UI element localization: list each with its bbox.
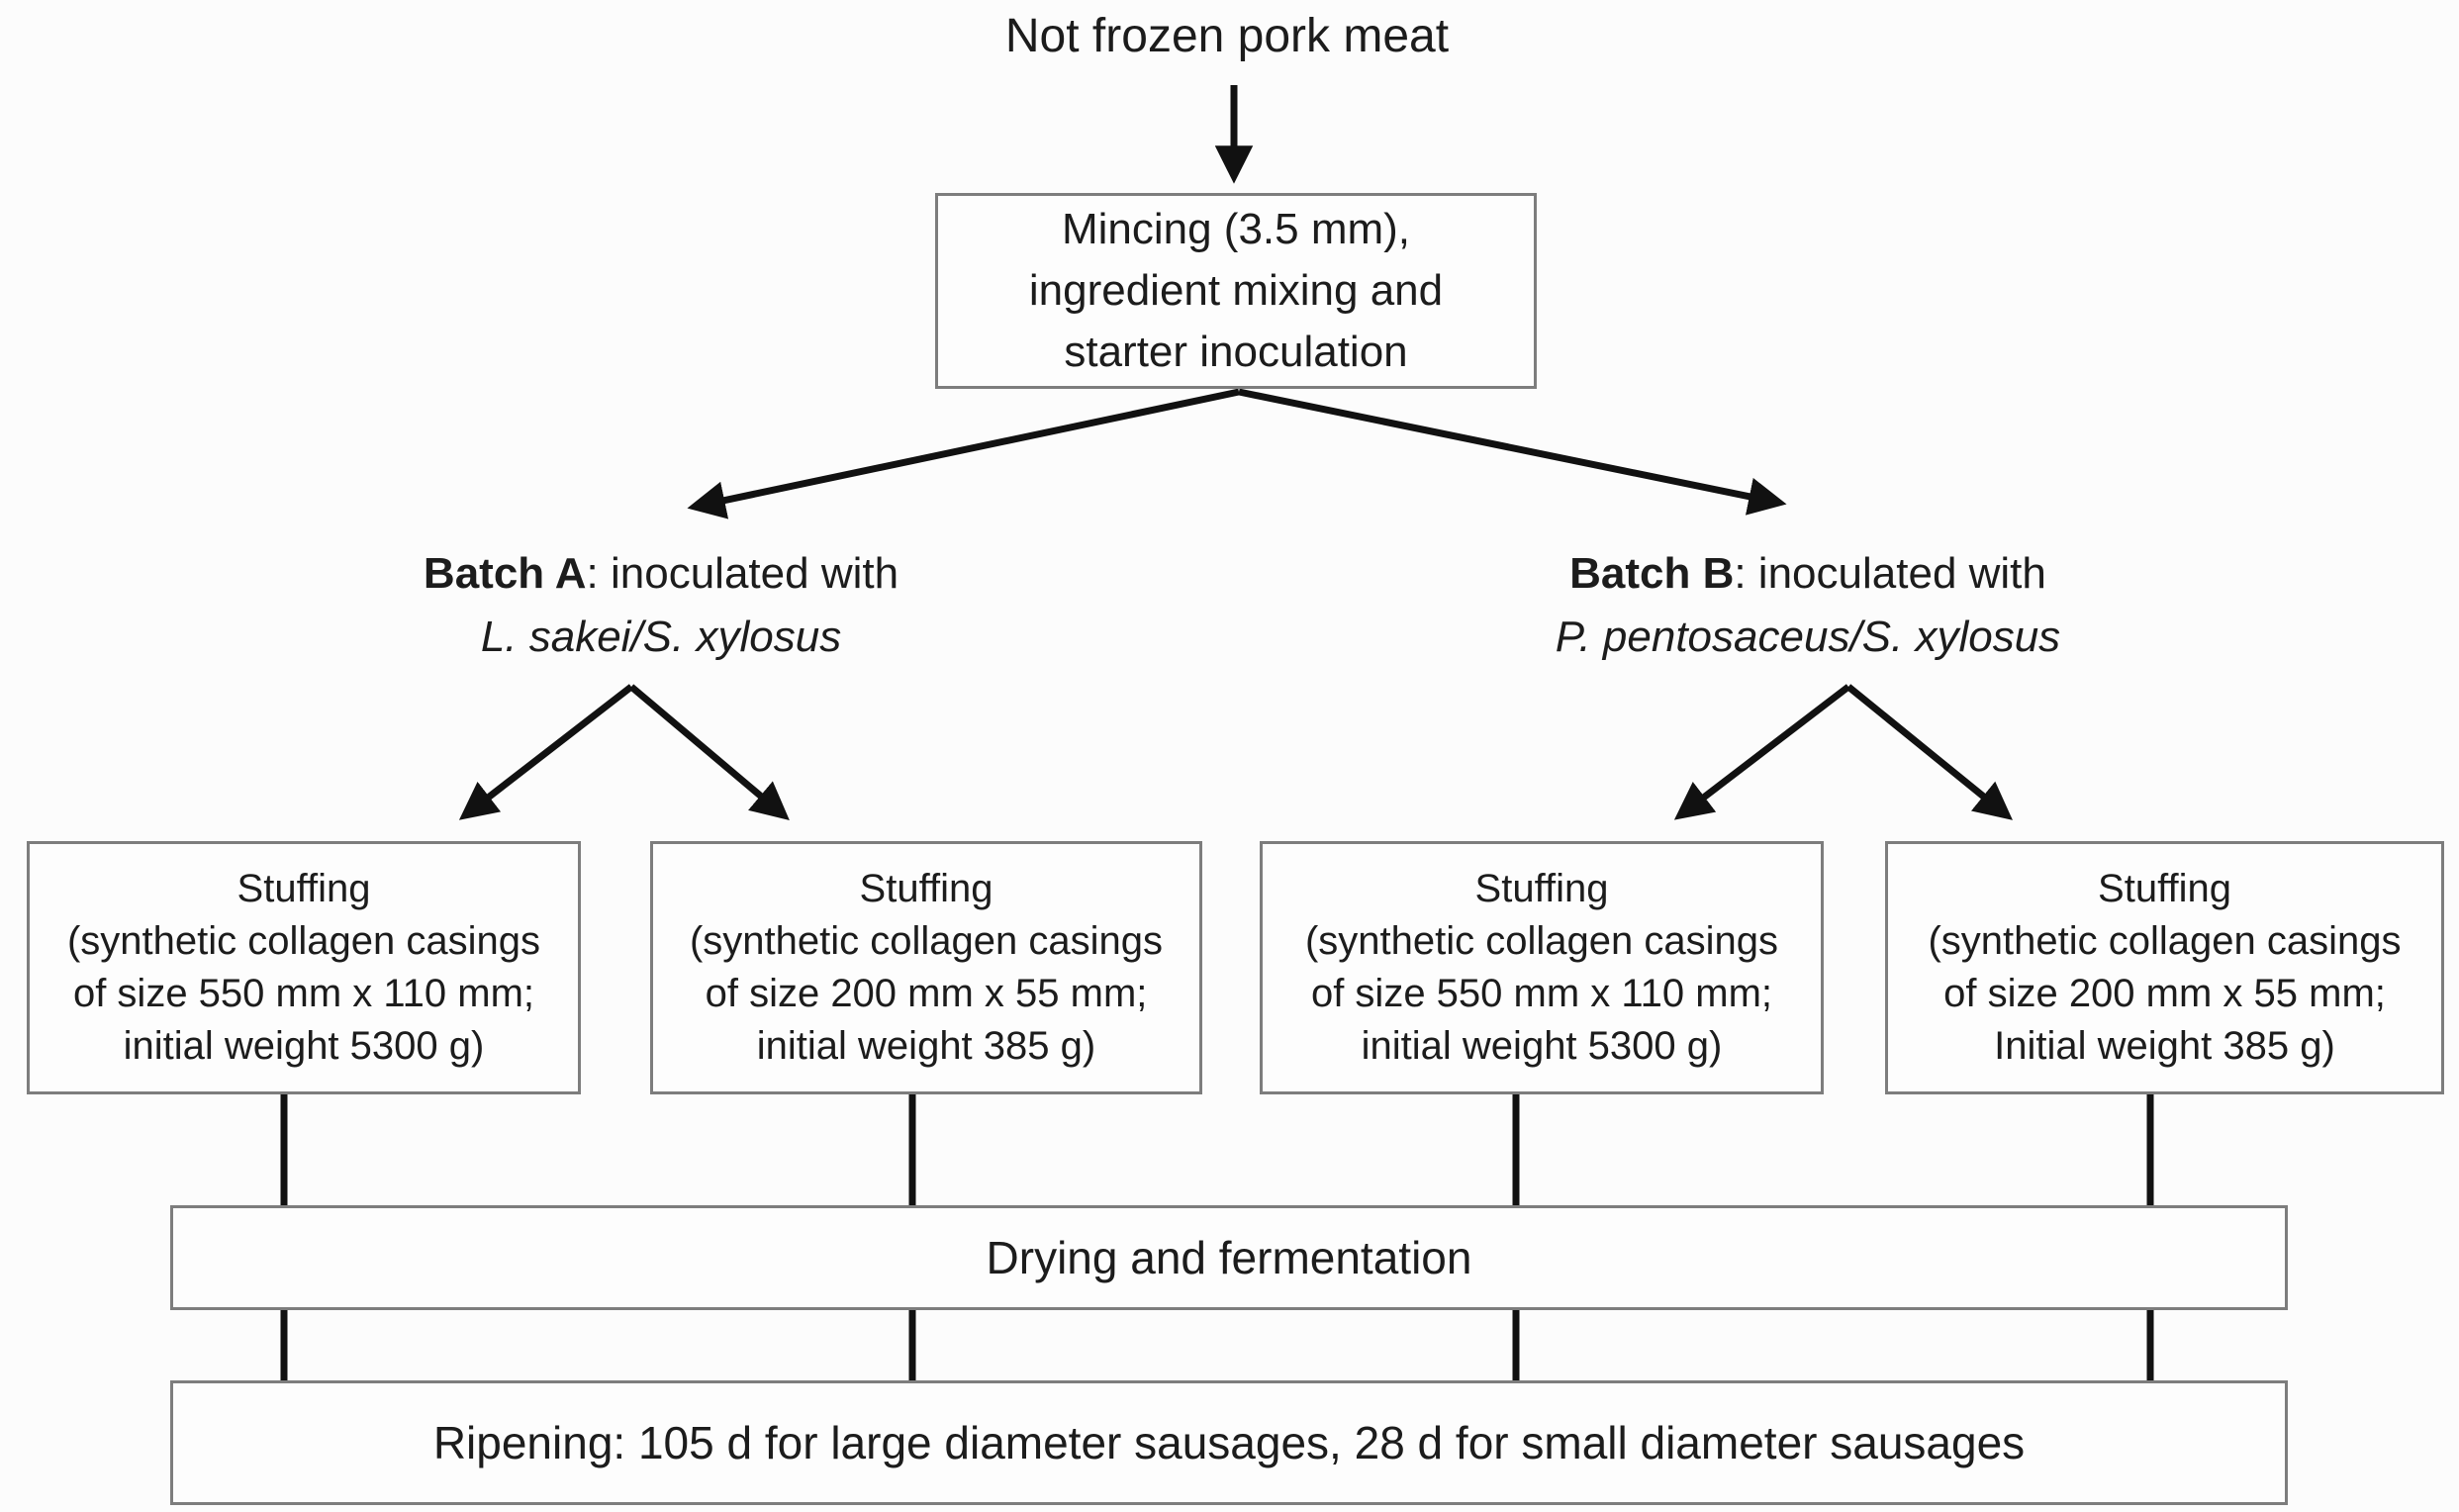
stuffing-box-small-batch-a: Stuffing (synthetic collagen casings of … bbox=[650, 841, 1202, 1094]
ripening-box-text: Ripening: 105 d for large diameter sausa… bbox=[432, 1417, 2026, 1468]
batch-b-strains: P. pentosaceus/S. xylosus bbox=[1555, 613, 2061, 661]
stuffing-box-large-batch-b-text: Stuffing (synthetic collagen casings of … bbox=[1304, 867, 1779, 1068]
drying-box: Drying and fermentation bbox=[170, 1205, 2288, 1310]
batch-a-strains: L. sakei/S. xylosus bbox=[480, 613, 842, 661]
arrow-mincing-to-batch-b bbox=[1238, 388, 1787, 516]
batch-a-description: : inoculated with bbox=[586, 549, 899, 598]
source-label: Not frozen pork meat bbox=[1004, 10, 1450, 62]
stuffing-box-small-batch-a-text: Stuffing (synthetic collagen casings of … bbox=[689, 867, 1164, 1068]
batch-a-title-line: Batch A: inoculated with bbox=[315, 542, 1007, 606]
arrow-batch-a-to-stuffing-1 bbox=[458, 684, 634, 820]
batch-a-label: Batch A: inoculated with L. sakei/S. xyl… bbox=[315, 542, 1007, 669]
stuffing-box-large-batch-a-text: Stuffing (synthetic collagen casings of … bbox=[66, 867, 541, 1068]
drying-box-text: Drying and fermentation bbox=[986, 1232, 1472, 1283]
mincing-box-text: Mincing (3.5 mm), ingredient mixing and … bbox=[1028, 205, 1444, 376]
stuffing-box-small-batch-b-text: Stuffing (synthetic collagen casings of … bbox=[1928, 867, 2402, 1068]
arrow-batch-b-to-stuffing-4 bbox=[1845, 684, 2013, 820]
batch-b-label: Batch B: inoculated with P. pentosaceus/… bbox=[1462, 542, 2154, 669]
ripening-box: Ripening: 105 d for large diameter sausa… bbox=[170, 1380, 2288, 1505]
arrow-mincing-to-batch-a bbox=[687, 388, 1240, 520]
batch-b-description: : inoculated with bbox=[1734, 549, 2046, 598]
mincing-box: Mincing (3.5 mm), ingredient mixing and … bbox=[935, 193, 1537, 389]
batch-b-title-line: Batch B: inoculated with bbox=[1462, 542, 2154, 606]
batch-b-name: Batch B bbox=[1569, 549, 1735, 598]
stuffing-box-large-batch-b: Stuffing (synthetic collagen casings of … bbox=[1260, 841, 1824, 1094]
arrow-batch-a-to-stuffing-2 bbox=[628, 684, 790, 820]
arrow-batch-b-to-stuffing-3 bbox=[1673, 684, 1851, 820]
stuffing-box-large-batch-a: Stuffing (synthetic collagen casings of … bbox=[27, 841, 581, 1094]
stuffing-box-small-batch-b: Stuffing (synthetic collagen casings of … bbox=[1885, 841, 2444, 1094]
batch-a-name: Batch A bbox=[423, 549, 587, 598]
